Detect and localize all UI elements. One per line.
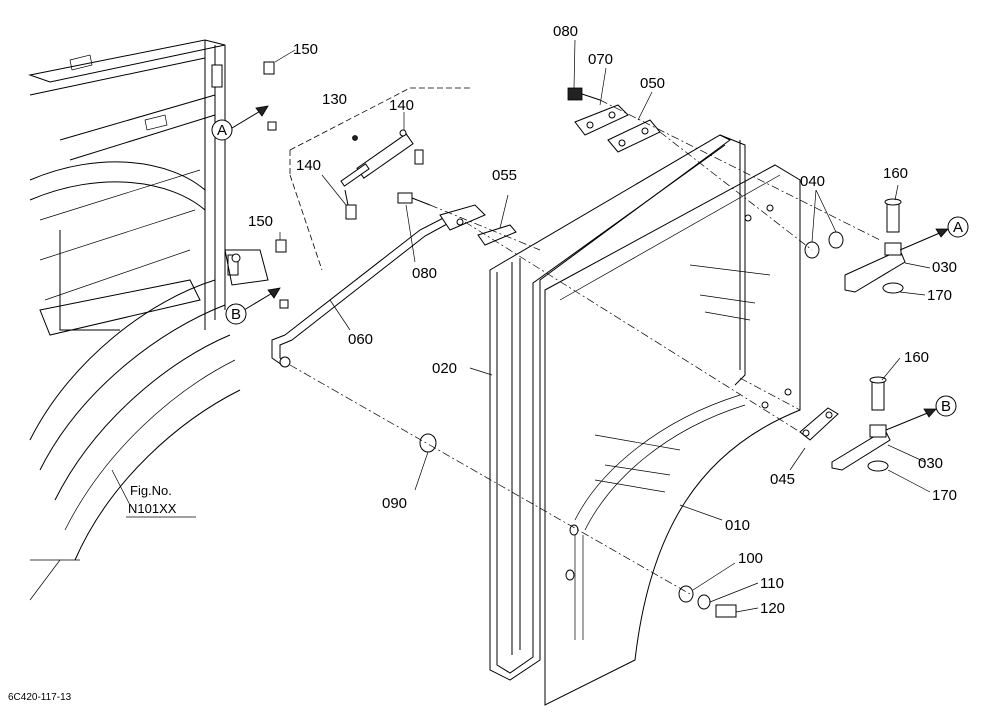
- top-hinge-parts: [567, 87, 661, 153]
- stay-rod: [271, 204, 486, 368]
- cap-150-b: [275, 239, 287, 253]
- marker-a-left-label: A: [217, 122, 227, 139]
- part-label-140-left: 140: [296, 157, 321, 174]
- figure-reference: Fig.No. N101XX: [126, 483, 196, 518]
- part-label-130: 130: [322, 91, 347, 108]
- part-label-150-top: 150: [293, 41, 318, 58]
- part-label-160-top: 160: [883, 165, 908, 182]
- part-label-170-top: 170: [927, 287, 952, 304]
- part-label-120: 120: [760, 600, 785, 617]
- marker-a-right-label: A: [953, 219, 963, 236]
- part-label-010: 010: [725, 517, 750, 534]
- cap-150-d: [279, 299, 289, 309]
- marker-b-right-label: B: [941, 398, 951, 415]
- part-label-020: 020: [432, 360, 457, 377]
- door-seal-020: [489, 134, 746, 681]
- reference-arrows: A B A B: [211, 105, 969, 431]
- part-label-100: 100: [738, 550, 763, 567]
- part-label-030-bottom: 030: [918, 455, 943, 472]
- marker-b-right: [935, 395, 957, 417]
- glass-door-010: [544, 164, 801, 706]
- part-labels: 080 070 050 150 130 140 140 055 040 160 …: [248, 23, 957, 617]
- cap-150-a: [263, 61, 275, 75]
- gas-strut-assembly: [289, 87, 470, 271]
- plate-055: [477, 224, 517, 246]
- part-label-140-right: 140: [389, 97, 414, 114]
- part-label-080-mid: 080: [412, 265, 437, 282]
- part-label-110: 110: [760, 575, 784, 592]
- part-label-030-top: 030: [932, 259, 957, 276]
- figure-reference-number: N101XX: [128, 501, 177, 516]
- assembly-lines: [289, 99, 881, 595]
- part-label-040: 040: [800, 173, 825, 190]
- marker-b-left: [225, 303, 247, 325]
- part-label-160-bottom: 160: [904, 349, 929, 366]
- part-label-090: 090: [382, 495, 407, 512]
- part-label-060: 060: [348, 331, 373, 348]
- lower-hinge-030: [799, 376, 891, 472]
- drawing-code: 6C420-117-13: [8, 692, 72, 703]
- bolt-080-lower: [397, 192, 431, 206]
- leader-lines: [111, 39, 931, 613]
- washer-040-b: [828, 231, 844, 249]
- part-label-045: 045: [770, 471, 795, 488]
- marker-b-left-label: B: [231, 306, 241, 323]
- washer-090: [419, 433, 437, 453]
- part-label-170-bottom: 170: [932, 487, 957, 504]
- part-label-050: 050: [640, 75, 665, 92]
- figure-reference-caption: Fig.No.: [130, 483, 172, 498]
- upper-hinge-030: [844, 198, 906, 294]
- part-label-070: 070: [588, 51, 613, 68]
- part-label-150-mid: 150: [248, 213, 273, 230]
- cap-150-c: [267, 121, 277, 131]
- part-label-080-top: 080: [553, 23, 578, 40]
- marker-a-left: [211, 119, 233, 141]
- marker-a-right: [947, 216, 969, 238]
- cab-frame: [28, 39, 269, 601]
- fastener-stack: [678, 585, 737, 618]
- part-label-055: 055: [492, 167, 517, 184]
